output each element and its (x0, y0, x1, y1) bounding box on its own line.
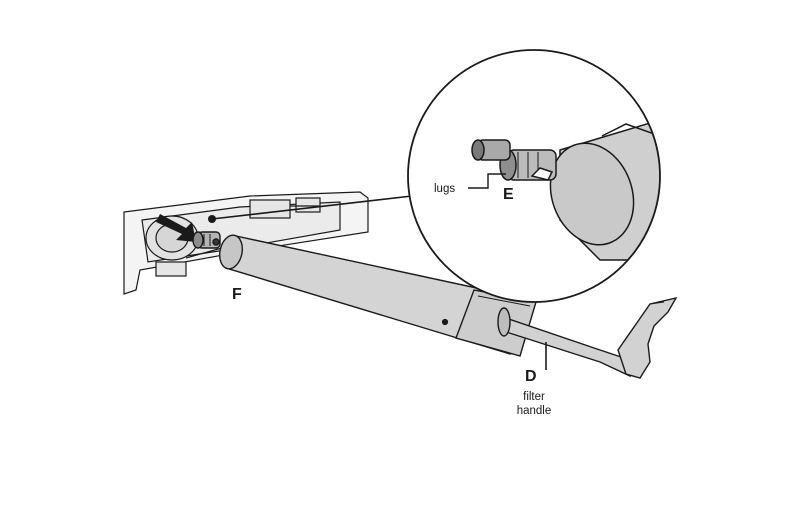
lugs-leader-line (468, 173, 506, 189)
filter-handle-caption: filter handle (504, 390, 564, 418)
filter-cartridge (192, 231, 537, 357)
label-e: E (503, 186, 514, 203)
zoom-leader-line (211, 195, 413, 220)
insert-arrow-icon (156, 214, 196, 242)
filter-handle-caption-line2: handle (516, 405, 552, 417)
label-f: F (232, 286, 242, 303)
filter-handle-caption-line1: filter (523, 391, 545, 403)
lugs-label: lugs (434, 183, 456, 195)
zoom-detail-circle (407, 49, 661, 303)
filter-handle (497, 296, 678, 379)
label-d: D (525, 368, 537, 385)
